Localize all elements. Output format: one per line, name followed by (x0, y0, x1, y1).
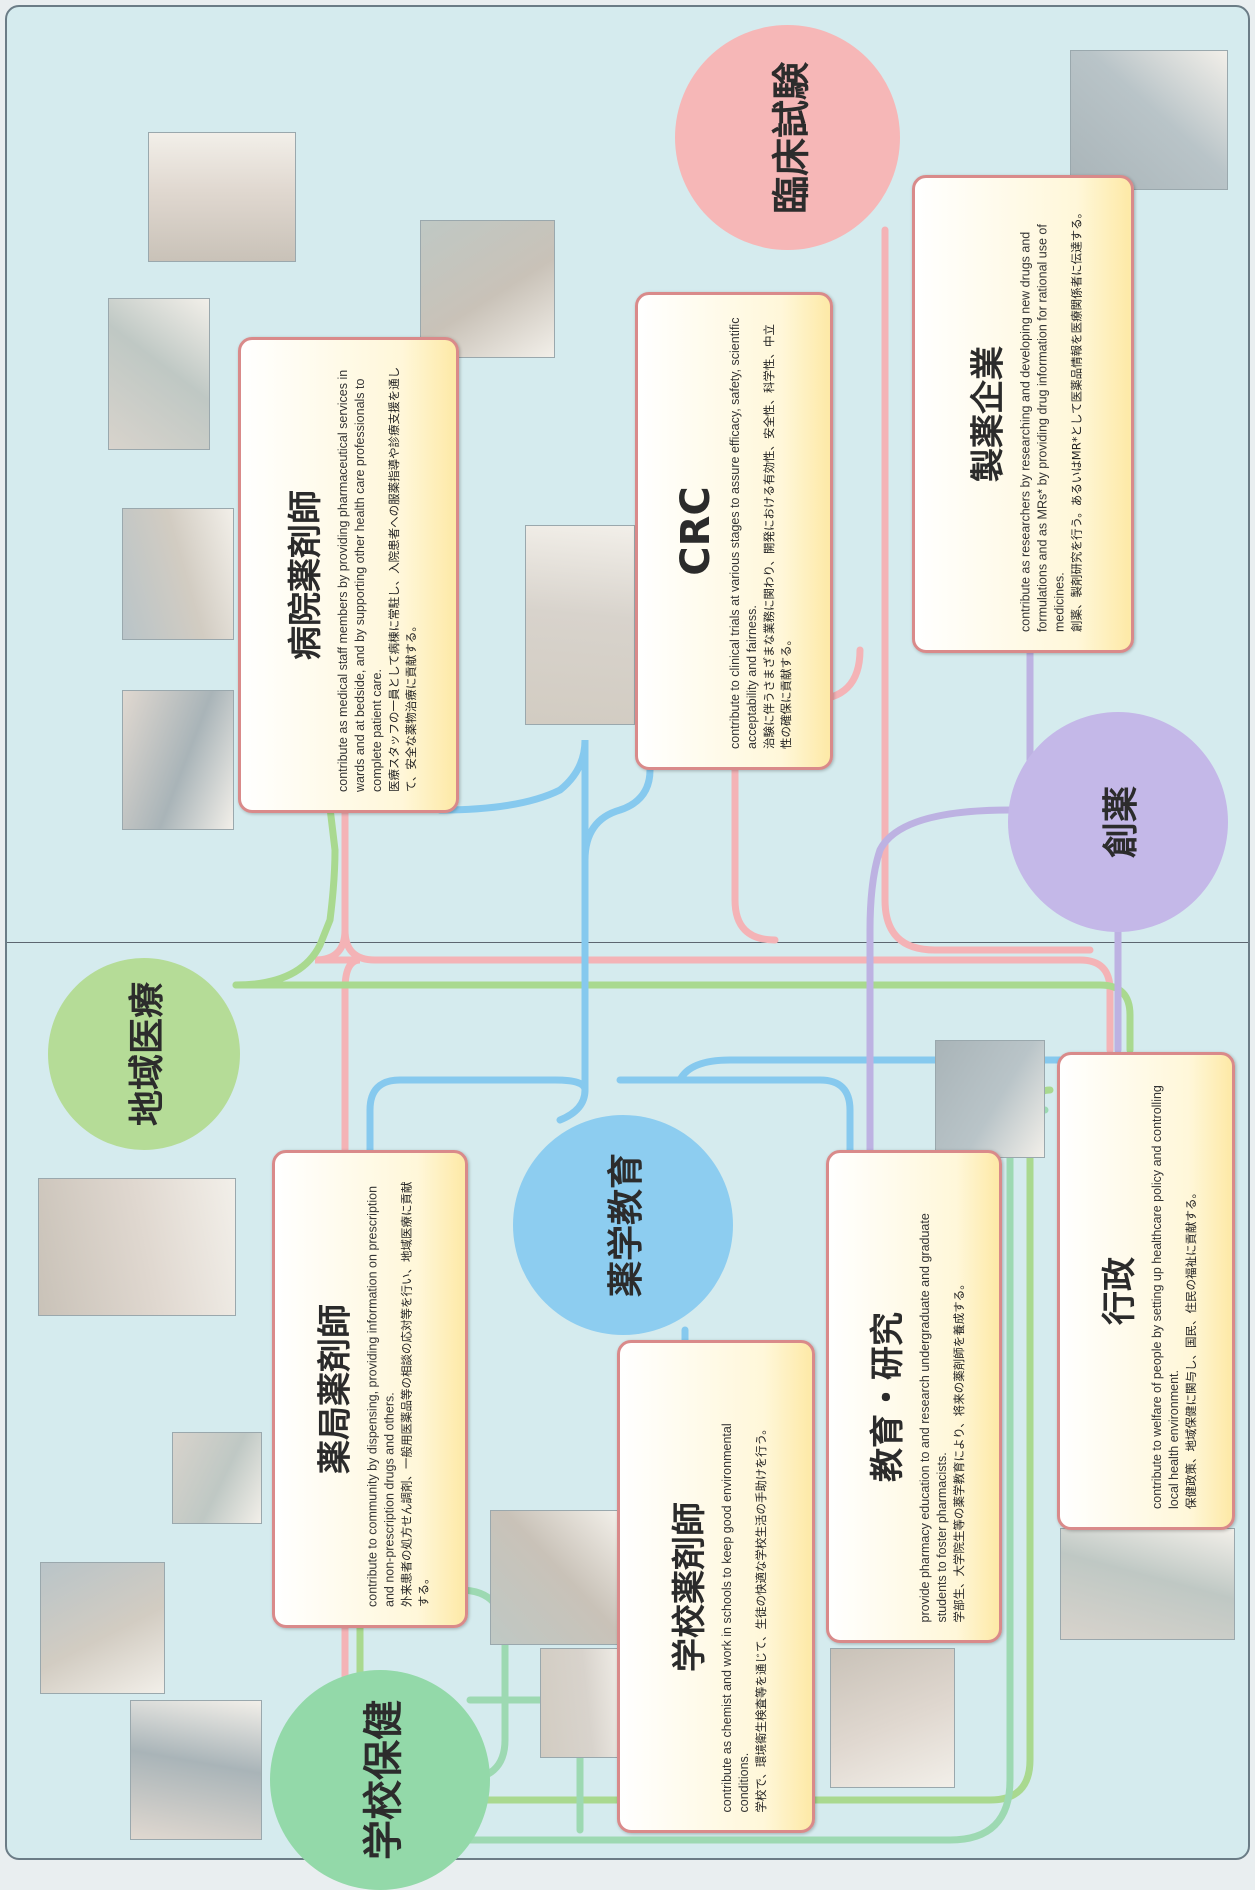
card-government: 行政 contribute to welfare of people by se… (1057, 1052, 1235, 1530)
bubble-drug-discovery: 創薬 (1008, 712, 1228, 932)
bubble-label: 学校保健 (361, 1700, 407, 1860)
blue-connector-14 (581, 766, 654, 864)
ward-photo-1 (148, 132, 296, 262)
purple-connector-21 (866, 806, 1014, 1154)
ward-photo-4 (122, 690, 234, 830)
hospital-photo (420, 220, 555, 358)
bubble-label: 薬学教育 (606, 1152, 647, 1298)
bubble-label: 創薬 (1101, 785, 1142, 859)
lab-photo (935, 1040, 1045, 1158)
bubble-label: 地域医療 (127, 981, 168, 1127)
pink-connector-1 (314, 926, 361, 1154)
card-crc: CRC contribute to clinical trials at var… (635, 292, 833, 770)
school-photo-1 (490, 1510, 618, 1645)
ward-photo-2 (108, 298, 210, 450)
university-photo (830, 1648, 955, 1788)
ward-photo-3 (122, 508, 234, 640)
card-education-research: 教育・研究 provide pharmacy education to and … (826, 1150, 1002, 1643)
pharmacy-photo-1 (38, 1178, 236, 1316)
blue-connector-15 (366, 1076, 589, 1154)
bubble-clinical-trials: 臨床試験 (675, 25, 900, 250)
card-hospital-pharmacist: 病院薬剤師 contribute as medical staff member… (238, 337, 459, 813)
green-connector-7 (232, 981, 1134, 1054)
blue-connector-13 (436, 739, 589, 1124)
pharmacy-photo-3 (40, 1562, 165, 1694)
pink-connector-3 (881, 226, 1094, 954)
blue-connector-16 (616, 1076, 854, 1154)
section-divider (7, 942, 1248, 943)
card-community-pharmacist: 薬局薬剤師 contribute to community by dispens… (272, 1150, 468, 1628)
blue-connector-17 (676, 1056, 1064, 1084)
card-pharma-company: 製薬企業 contribute as researchers by resear… (912, 175, 1134, 653)
bubble-regional-medicine: 地域医療 (48, 958, 240, 1150)
bubble-pharmacy-education: 薬学教育 (513, 1115, 733, 1335)
school-photo-2 (540, 1648, 625, 1758)
bubble-school-health: 学校保健 (270, 1670, 490, 1890)
pharmacy-photo-4 (130, 1700, 262, 1840)
pharmacy-photo-2 (172, 1432, 262, 1524)
green-connector-6 (232, 804, 339, 989)
card-school-pharmacist: 学校薬剤師 contribute as chemist and work in … (617, 1340, 815, 1833)
pharma-photo (1070, 50, 1228, 190)
bubble-label: 臨床試験 (769, 61, 813, 214)
pink-connector-2 (731, 760, 779, 944)
crc-photo (525, 525, 635, 725)
